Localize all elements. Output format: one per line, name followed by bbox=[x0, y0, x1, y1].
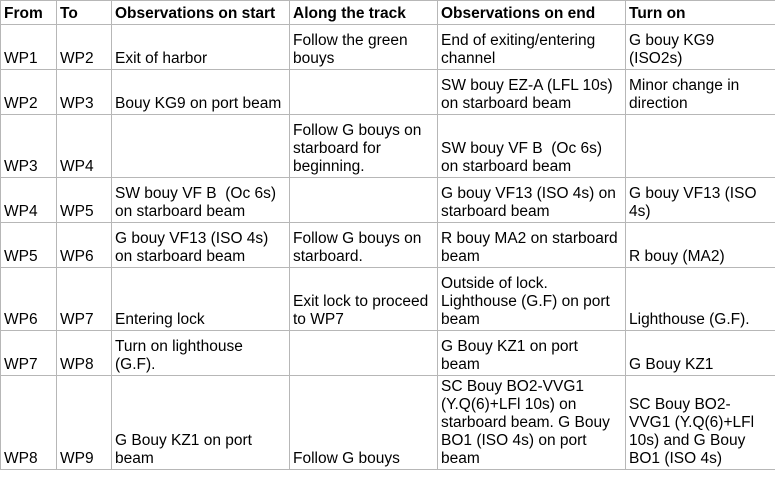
cell-observations-end: End of exiting/entering channel bbox=[437, 24, 626, 70]
table-row: WP2 WP3 Bouy KG9 on port beam SW bouy EZ… bbox=[0, 69, 775, 115]
cell-to: WP5 bbox=[56, 177, 112, 223]
cell-to: WP3 bbox=[56, 69, 112, 115]
cell-turn-on: Minor change in direction bbox=[625, 69, 775, 115]
cell-to: WP4 bbox=[56, 114, 112, 178]
cell-observations-start: Exit of harbor bbox=[111, 24, 290, 70]
cell-to: WP9 bbox=[56, 375, 112, 470]
cell-turn-on: R bouy (MA2) bbox=[625, 222, 775, 268]
cell-along-track: Follow G bouys bbox=[289, 375, 438, 470]
table-row: WP7 WP8 Turn on lighthouse (G.F). G Bouy… bbox=[0, 330, 775, 376]
cell-turn-on bbox=[625, 114, 775, 178]
cell-from: WP8 bbox=[0, 375, 57, 470]
cell-turn-on: G Bouy KZ1 bbox=[625, 330, 775, 376]
cell-along-track: Follow G bouys on starboard. bbox=[289, 222, 438, 268]
cell-from: WP6 bbox=[0, 267, 57, 331]
header-row: From To Observations on start Along the … bbox=[0, 0, 775, 25]
table-row: WP1 WP2 Exit of harbor Follow the green … bbox=[0, 24, 775, 70]
cell-observations-end: G bouy VF13 (ISO 4s) on starboard beam bbox=[437, 177, 626, 223]
cell-to: WP8 bbox=[56, 330, 112, 376]
cell-from: WP2 bbox=[0, 69, 57, 115]
cell-from: WP4 bbox=[0, 177, 57, 223]
header-observations-end: Observations on end bbox=[437, 0, 626, 25]
header-observations-start: Observations on start bbox=[111, 0, 290, 25]
cell-to: WP6 bbox=[56, 222, 112, 268]
cell-observations-start bbox=[111, 114, 290, 178]
cell-observations-end: G Bouy KZ1 on port beam bbox=[437, 330, 626, 376]
cell-observations-start: Turn on lighthouse (G.F). bbox=[111, 330, 290, 376]
cell-from: WP7 bbox=[0, 330, 57, 376]
table-row: WP4 WP5 SW bouy VF B (Oc 6s) on starboar… bbox=[0, 177, 775, 223]
cell-along-track: Follow G bouys on starboard for beginnin… bbox=[289, 114, 438, 178]
cell-along-track bbox=[289, 177, 438, 223]
cell-turn-on: SC Bouy BO2-VVG1 (Y.Q(6)+LFl 10s) and G … bbox=[625, 375, 775, 470]
cell-observations-end: Outside of lock. Lighthouse (G.F) on por… bbox=[437, 267, 626, 331]
cell-along-track bbox=[289, 69, 438, 115]
table-row: WP5 WP6 G bouy VF13 (ISO 4s) on starboar… bbox=[0, 222, 775, 268]
cell-turn-on: G bouy VF13 (ISO 4s) bbox=[625, 177, 775, 223]
header-turn-on: Turn on bbox=[625, 0, 775, 25]
cell-to: WP2 bbox=[56, 24, 112, 70]
table-row: WP8 WP9 G Bouy KZ1 on port beam Follow G… bbox=[0, 375, 775, 470]
header-along-track: Along the track bbox=[289, 0, 438, 25]
waypoint-table: From To Observations on start Along the … bbox=[0, 0, 775, 470]
header-to: To bbox=[56, 0, 112, 25]
cell-observations-start: G Bouy KZ1 on port beam bbox=[111, 375, 290, 470]
cell-along-track: Exit lock to proceed to WP7 bbox=[289, 267, 438, 331]
cell-observations-start: SW bouy VF B (Oc 6s) on starboard beam bbox=[111, 177, 290, 223]
cell-observations-end: SC Bouy BO2-VVG1 (Y.Q(6)+LFl 10s) on sta… bbox=[437, 375, 626, 470]
cell-turn-on: G bouy KG9 (ISO2s) bbox=[625, 24, 775, 70]
cell-along-track: Follow the green bouys bbox=[289, 24, 438, 70]
cell-observations-end: SW bouy VF B (Oc 6s) on starboard beam bbox=[437, 114, 626, 178]
cell-along-track bbox=[289, 330, 438, 376]
cell-turn-on: Lighthouse (G.F). bbox=[625, 267, 775, 331]
cell-from: WP1 bbox=[0, 24, 57, 70]
cell-from: WP5 bbox=[0, 222, 57, 268]
cell-observations-end: SW bouy EZ-A (LFL 10s) on starboard beam bbox=[437, 69, 626, 115]
table-row: WP3 WP4 Follow G bouys on starboard for … bbox=[0, 114, 775, 178]
cell-observations-start: Bouy KG9 on port beam bbox=[111, 69, 290, 115]
cell-to: WP7 bbox=[56, 267, 112, 331]
cell-observations-end: R bouy MA2 on starboard beam bbox=[437, 222, 626, 268]
header-from: From bbox=[0, 0, 57, 25]
cell-observations-start: G bouy VF13 (ISO 4s) on starboard beam bbox=[111, 222, 290, 268]
table-row: WP6 WP7 Entering lock Exit lock to proce… bbox=[0, 267, 775, 331]
cell-observations-start: Entering lock bbox=[111, 267, 290, 331]
cell-from: WP3 bbox=[0, 114, 57, 178]
